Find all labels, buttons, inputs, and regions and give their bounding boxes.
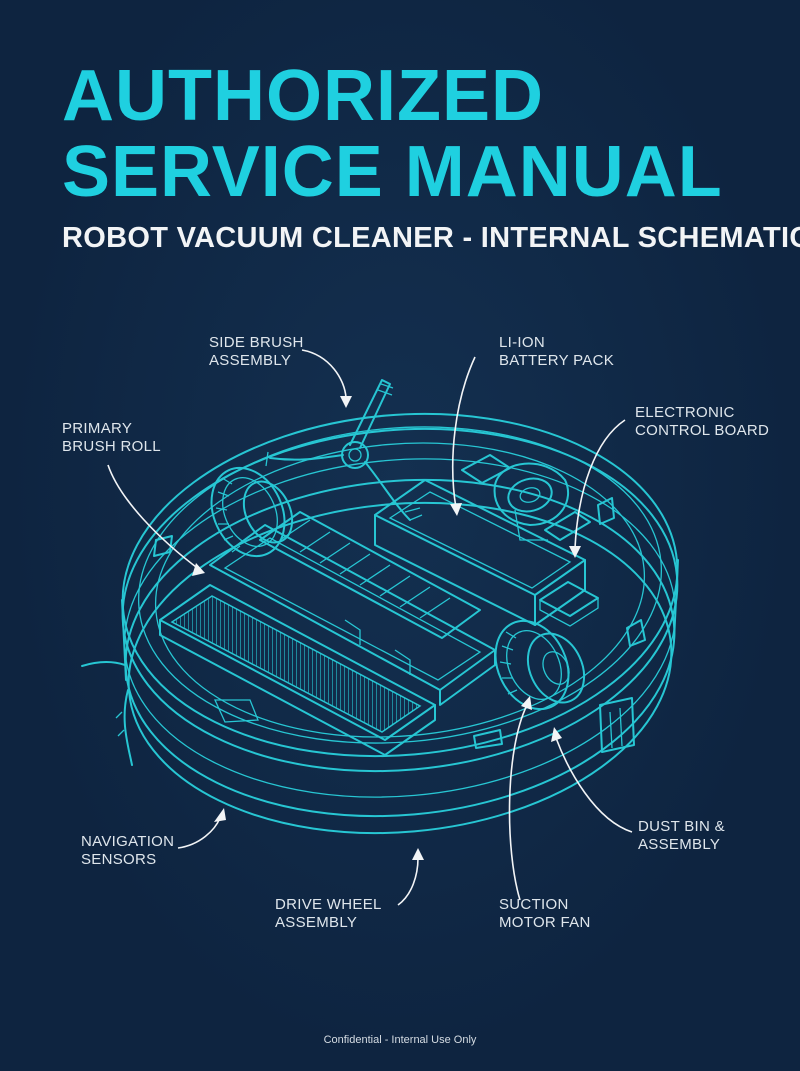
leader-suction-fan	[508, 696, 532, 901]
page-subtitle: ROBOT VACUUM CLEANER - INTERNAL SCHEMATI…	[62, 222, 800, 254]
primary-brush-roll	[209, 511, 496, 706]
side-brush	[265, 379, 423, 521]
leader-dust-bin	[551, 727, 633, 833]
label-battery-pack: LI-ION BATTERY PACK	[499, 334, 615, 369]
leader-brush-roll	[107, 464, 205, 576]
leader-side-brush	[301, 349, 352, 408]
outer-housing	[121, 412, 679, 835]
edge-sensors	[153, 497, 646, 749]
leader-drive-wheel	[397, 848, 424, 906]
leader-nav-sensors	[177, 808, 226, 849]
dust-bin-filter	[159, 584, 436, 756]
label-primary-brush-roll: PRIMARY BRUSH ROLL	[62, 420, 161, 455]
leader-battery	[450, 356, 476, 516]
label-side-brush-assembly: SIDE BRUSH ASSEMBLY	[209, 334, 304, 369]
left-drive-wheel	[210, 466, 294, 558]
confidential-footer: Confidential - Internal Use Only	[323, 1034, 477, 1046]
label-drive-wheel-assembly: DRIVE WHEEL ASSEMBLY	[275, 896, 382, 931]
front-bumper	[599, 697, 635, 753]
right-drive-wheel	[494, 619, 586, 711]
page-title: AUTHORIZED SERVICE MANUAL	[62, 56, 723, 212]
suction-motor	[493, 462, 570, 541]
label-suction-motor-fan: SUCTION MOTOR FAN	[499, 896, 591, 931]
label-navigation-sensors: NAVIGATION SENSORS	[81, 833, 175, 868]
label-control-board: ELECTRONIC CONTROL BOARD	[635, 404, 770, 439]
leader-control-board	[569, 419, 626, 558]
label-dust-bin-assembly: DUST BIN & ASSEMBLY	[638, 818, 725, 853]
left-side-brush-bristles	[81, 661, 133, 766]
